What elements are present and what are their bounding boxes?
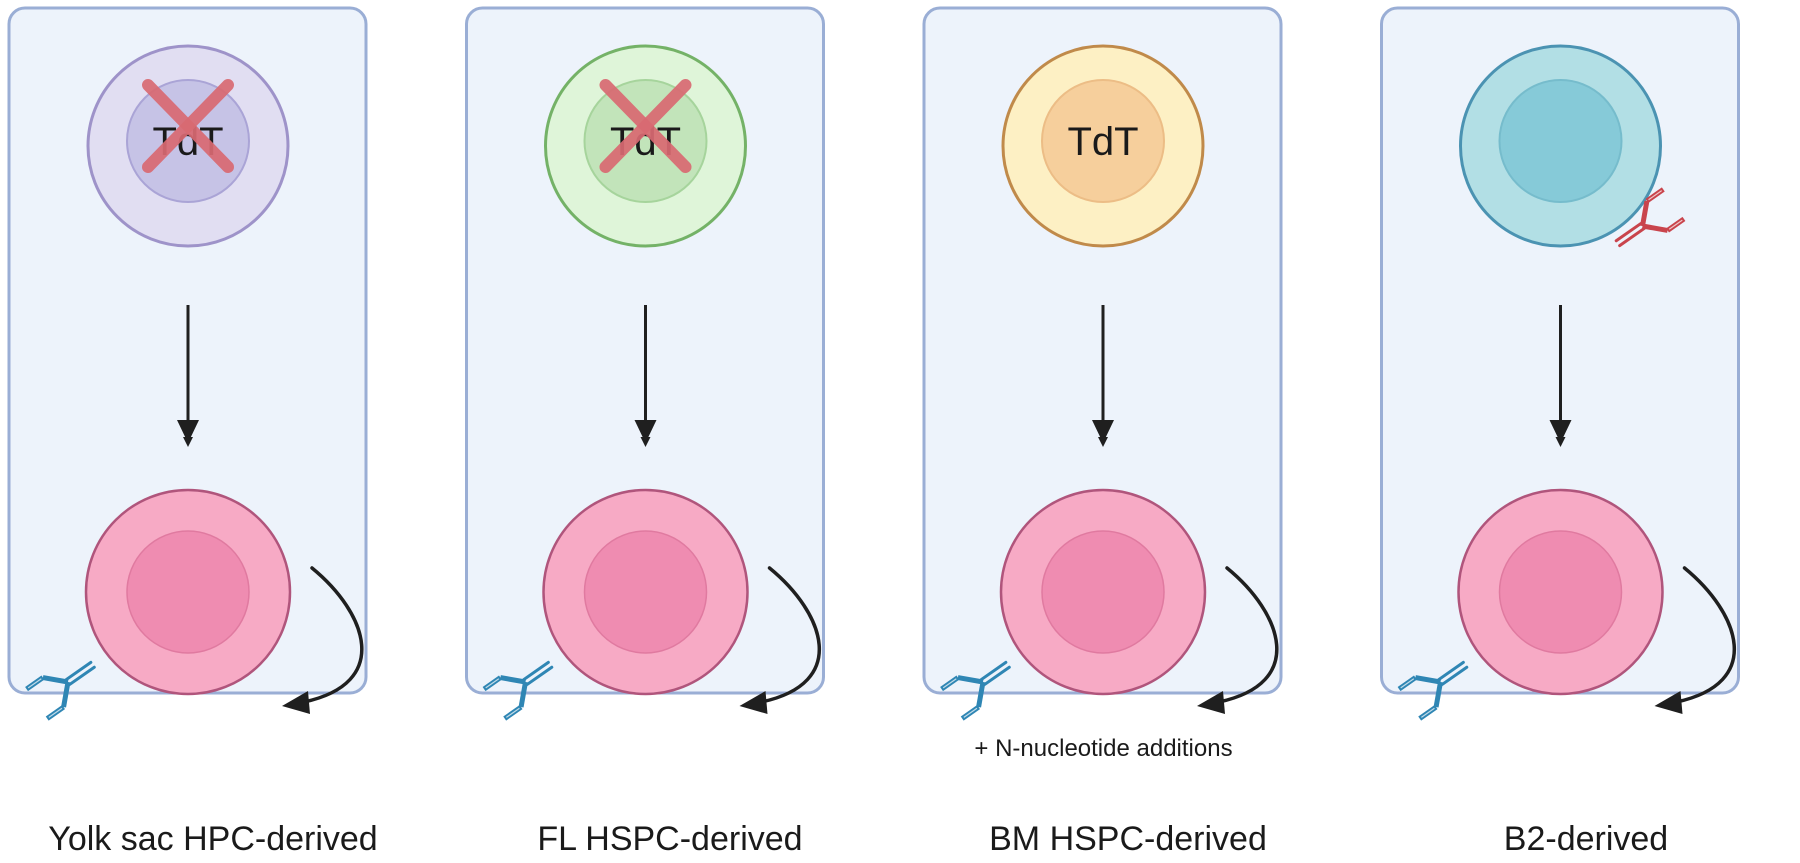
self-renewal-arrowhead [739, 691, 768, 714]
self-renewal-arrow [1217, 566, 1279, 704]
cross-stroke [142, 79, 234, 173]
progenitor-cell: TdT [1001, 44, 1205, 248]
antibody-highlight [48, 707, 63, 718]
antibody-highlight [963, 707, 978, 718]
panel-caption-yolk-sac: Yolk sac HPC-derived [48, 820, 378, 858]
self-renewal-arrowhead [1197, 691, 1225, 714]
antibody-arm [1433, 681, 1443, 708]
b-cell-nucleus [583, 530, 708, 654]
antibody-stem [64, 660, 93, 682]
antibody-arm [518, 681, 528, 708]
antibody-stem [68, 665, 96, 686]
b-cell [25, 488, 364, 721]
antibody-arm [957, 675, 984, 685]
cross-stroke [599, 79, 692, 173]
progenitor-cell: TdT [544, 44, 747, 248]
self-renewal-arrow [302, 566, 364, 704]
antibody-highlight [1648, 190, 1663, 201]
progenitor-nucleus [126, 79, 250, 203]
antibody-highlight [1400, 678, 1415, 689]
progenitor-nucleus [1041, 79, 1165, 203]
down-arrowhead [1549, 420, 1572, 443]
antibody-highlight [1420, 707, 1435, 718]
b-cell-nucleus [1498, 530, 1623, 654]
antibody-stem [1437, 660, 1465, 682]
antibody-arm [976, 681, 986, 708]
antibody-icon [1397, 660, 1469, 721]
b-cell [940, 488, 1279, 721]
antibody-stem [983, 665, 1011, 686]
panel-4 [1380, 6, 1740, 721]
progenitor-cell [1459, 44, 1686, 248]
antibody-arm [499, 675, 526, 685]
antibody-highlight [27, 678, 42, 689]
panel-caption-b2: B2-derived [1503, 820, 1669, 858]
antibody-arm [1640, 200, 1650, 227]
down-arrowhead [634, 420, 657, 443]
n-nucleotide-note: + N-nucleotide additions [974, 735, 1232, 762]
self-renewal-arrow [759, 566, 821, 704]
progenitor-nucleus [1498, 79, 1623, 203]
panel-3: TdT + N-nucleotide additions [922, 6, 1283, 762]
progenitor-cell: TdT [86, 44, 290, 248]
antibody-highlight [1668, 219, 1683, 230]
antibody-icon [25, 660, 96, 721]
b-cell-nucleus [126, 530, 250, 654]
antibody-stem [525, 665, 554, 686]
antibody-highlight [505, 707, 520, 718]
antibody-stem [1440, 665, 1469, 686]
panel-2: TdT [465, 6, 825, 721]
b-cell-nucleus [1041, 530, 1165, 654]
b-cell [482, 488, 821, 721]
self-renewal-arrow [1674, 566, 1736, 704]
antibody-stem [1618, 226, 1646, 248]
antibody-arm [1414, 675, 1441, 685]
progenitor-nucleus [583, 79, 708, 203]
tdt-label: TdT [1067, 120, 1138, 164]
down-arrowhead [1092, 420, 1114, 443]
antibody-arm [1642, 223, 1669, 233]
down-arrowhead [177, 420, 199, 443]
antibody-arm [42, 675, 69, 685]
antibody-stem [1614, 222, 1643, 243]
self-renewal-arrowhead [282, 691, 310, 714]
antibody-highlight [485, 678, 500, 689]
antibody-icon [940, 660, 1011, 721]
panel-caption-bm-hspc: BM HSPC-derived [989, 820, 1267, 858]
antibody-icon [1614, 187, 1686, 248]
antibody-stem [522, 660, 550, 682]
b-cell [1397, 488, 1736, 721]
antibody-arm [61, 681, 71, 708]
antibody-highlight [942, 678, 957, 689]
b-cell-origin-diagram: TdT TdT TdT + N-nucleotide additions [7, 6, 1740, 762]
panel-caption-fl-hspc: FL HSPC-derived [537, 820, 803, 858]
self-renewal-arrowhead [1654, 691, 1683, 714]
panel-1: TdT [7, 6, 368, 721]
antibody-stem [979, 660, 1008, 682]
cross-icon [599, 79, 692, 173]
cross-icon [142, 79, 234, 173]
antibody-icon [482, 660, 554, 721]
